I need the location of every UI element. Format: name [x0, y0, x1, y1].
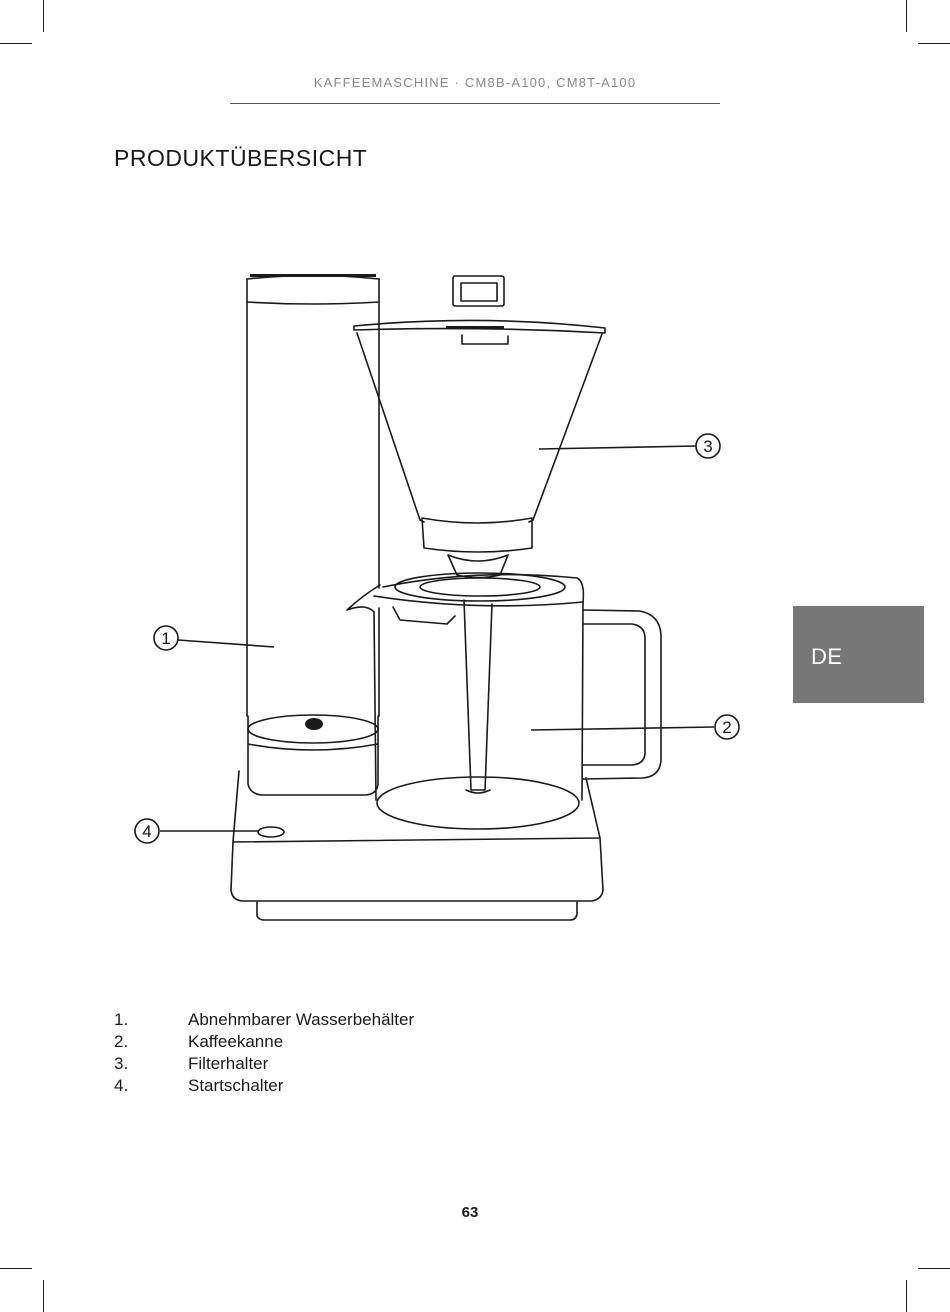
- list-item-number: 2.: [114, 1032, 129, 1051]
- start-button-shape: [257, 826, 285, 838]
- list-item-label: Startschalter: [188, 1076, 284, 1095]
- tank-lid-knob: [305, 718, 323, 730]
- language-tab[interactable]: DE: [793, 606, 924, 703]
- list-item: 2. Kaffeekanne: [114, 1031, 414, 1053]
- crop-mark: [918, 43, 950, 44]
- list-item-label: Kaffeekanne: [188, 1032, 284, 1051]
- list-item-label: Abnehmbarer Wasserbehälter: [188, 1010, 415, 1029]
- list-item: 4. Startschalter: [114, 1075, 414, 1097]
- page-title: PRODUKTÜBERSICHT: [114, 145, 368, 171]
- callout-circle-4: [134, 818, 160, 844]
- crop-mark: [43, 1280, 44, 1312]
- list-item-number: 1.: [114, 1010, 129, 1029]
- crop-mark: [906, 1280, 907, 1312]
- page-number: 63: [461, 1204, 479, 1221]
- callout-circle-2: [714, 714, 740, 740]
- header-rule: [230, 103, 720, 104]
- callout-number-3: 3: [703, 437, 712, 456]
- parts-list: 1. Abnehmbarer Wasserbehälter 2. Kaffeekan…: [114, 1009, 414, 1097]
- leader-line-2: [530, 726, 715, 731]
- callout-circle-1: [153, 625, 179, 651]
- leader-line-1: [177, 639, 275, 648]
- running-header: KAFFEEMASCHINE · CM8B-A100, CM8T-A100: [313, 75, 637, 90]
- language-tab-label: DE: [811, 644, 843, 669]
- crop-mark: [0, 1268, 32, 1269]
- machine-base: [230, 770, 604, 921]
- list-item: 3. Filterhalter: [114, 1053, 414, 1075]
- crop-mark: [918, 1268, 950, 1269]
- crop-mark: [43, 0, 44, 32]
- list-item-number: 4.: [114, 1076, 129, 1095]
- leader-line-3: [538, 445, 697, 450]
- list-item-label: Filterhalter: [188, 1054, 269, 1073]
- callout-number-4: 4: [142, 822, 151, 841]
- crop-mark: [906, 0, 907, 32]
- list-item-number: 3.: [114, 1054, 129, 1073]
- list-item: 1. Abnehmbarer Wasserbehälter: [114, 1009, 414, 1031]
- water-tank-column: [246, 274, 380, 796]
- filter-holder: [353, 275, 606, 579]
- crop-mark: [0, 43, 32, 44]
- callout-number-2: 2: [722, 718, 731, 737]
- callout-number-1: 1: [161, 629, 170, 648]
- carafe: [346, 572, 662, 830]
- callout-circle-3: [695, 433, 721, 459]
